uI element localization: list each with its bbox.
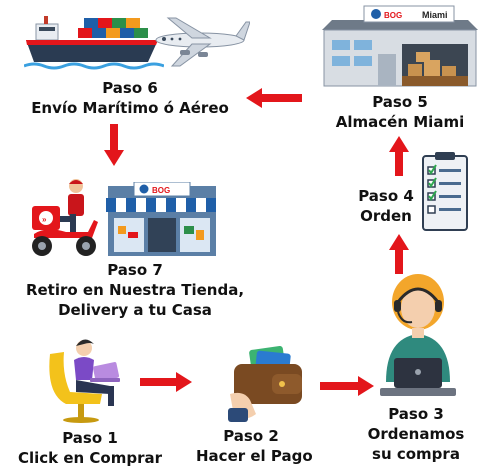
step6-description: Envío Marítimo ó Aéreo (31, 99, 229, 117)
airplane-icon (155, 17, 250, 67)
arrow-step6-to-step7 (104, 124, 124, 166)
step1-title: Paso 1 (62, 429, 118, 447)
step5-title: Paso 5 (372, 93, 428, 111)
step7-label: Paso 7 Retiro en Nuestra Tienda, Deliver… (20, 260, 250, 320)
store-icon: BOG (106, 182, 218, 256)
step5-description: Almacén Miami (335, 113, 465, 131)
step3-description-line2: su compra (372, 445, 460, 463)
svg-text:»: » (42, 215, 47, 224)
warehouse-sign-city: Miami (422, 10, 448, 20)
agent-icon (380, 274, 456, 396)
delivery-scooter-icon: » (32, 179, 98, 256)
step6-label: Paso 6 Envío Marítimo ó Aéreo (30, 78, 230, 118)
wallet-icon (228, 345, 302, 422)
store-sign-brand: BOG (152, 186, 170, 195)
checklist-icon (422, 152, 468, 231)
step3-label: Paso 3 Ordenamos su compra (346, 404, 486, 464)
step4-description: Orden (360, 207, 412, 225)
arrow-step4-to-step5 (389, 136, 409, 176)
warehouse-sign-brand: BOG (384, 11, 402, 20)
step7-description-line2: Delivery a tu Casa (58, 301, 212, 319)
step3-title: Paso 3 (388, 405, 444, 423)
arrow-step3-to-step4 (389, 234, 409, 274)
arrow-step5-to-step6 (246, 88, 302, 108)
step7-description-line1: Retiro en Nuestra Tienda, (25, 281, 245, 299)
step1-description: Click en Comprar (17, 449, 163, 467)
step1-label: Paso 1 Click en Comprar (10, 428, 170, 468)
step7-title: Paso 7 (107, 261, 163, 279)
step4-label: Paso 4 Orden (356, 186, 416, 226)
step5-label: Paso 5 Almacén Miami (300, 92, 500, 132)
step2-label: Paso 2 Hacer el Pago (196, 426, 313, 466)
shopper-icon (49, 339, 120, 423)
arrow-step2-to-step3 (320, 376, 374, 396)
warehouse-icon: BOG Miami (322, 5, 478, 87)
cargo-ship-icon (24, 16, 164, 70)
step4-title: Paso 4 (358, 187, 414, 205)
step2-description: Hacer el Pago (196, 447, 313, 465)
step3-description-line1: Ordenamos (367, 425, 465, 443)
arrow-step1-to-step2 (140, 372, 192, 392)
step2-title: Paso 2 (223, 427, 279, 445)
step6-title: Paso 6 (102, 79, 158, 97)
